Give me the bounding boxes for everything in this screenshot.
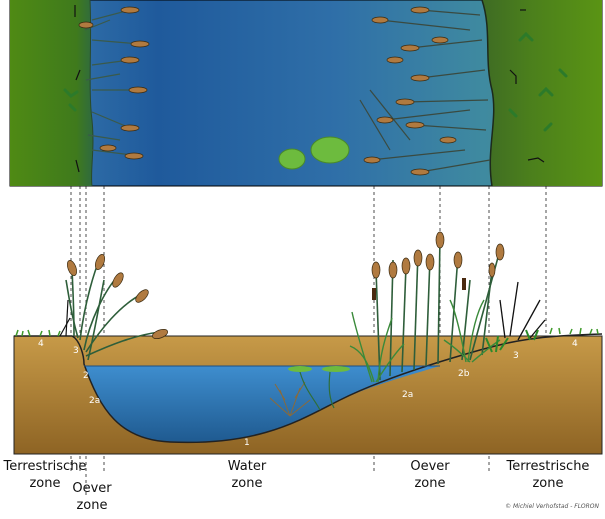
- number-2a-right: 2a: [402, 390, 413, 400]
- label-line: zone: [29, 476, 61, 491]
- label-terrestrial-left: Terrestrische zone: [0, 458, 90, 492]
- top-left-cattails: [78, 6, 150, 160]
- cattail-spike-1: [372, 288, 376, 300]
- label-line: Oever: [410, 459, 450, 474]
- grass: [15, 327, 599, 337]
- label-water: Water zone: [212, 458, 282, 492]
- zone-numbers: 4 3 2 2a 1 2a 2b 3 4: [38, 339, 578, 448]
- number-2b: 2b: [458, 369, 470, 379]
- number-2a-left: 2a: [89, 396, 100, 406]
- label-line: zone: [76, 498, 108, 513]
- cross-water: [84, 364, 440, 443]
- top-land-plants: [63, 31, 568, 132]
- top-right-cattails: [363, 6, 457, 176]
- left-cattails: [67, 254, 168, 339]
- number-3-right: 3: [513, 351, 519, 361]
- right-shrub: [499, 281, 546, 341]
- top-land-twigs: [74, 5, 545, 173]
- label-bank-right: Oever zone: [402, 458, 458, 492]
- top-view: [9, 0, 603, 187]
- right-herbs: [485, 329, 539, 353]
- number-3-left: 3: [73, 346, 79, 356]
- label-line: Terrestrische: [506, 459, 590, 474]
- top-right-reeds: [359, 9, 491, 173]
- submerged-plant: [269, 381, 311, 417]
- credit-text: © Michiel Verhofstad - FLORON: [505, 503, 599, 510]
- number-1: 1: [244, 438, 250, 448]
- label-line: Water: [227, 459, 267, 474]
- right-cattails: [371, 231, 505, 279]
- cross-section: [13, 231, 603, 455]
- label-line: Oever: [72, 481, 112, 496]
- label-terrestrial-right: Terrestrische zone: [502, 458, 594, 492]
- number-4-left: 4: [38, 339, 44, 349]
- label-line: zone: [414, 476, 446, 491]
- cattail-spike-2: [462, 278, 466, 290]
- top-lily-pad-1: [278, 148, 306, 170]
- section-lily-pads: [288, 366, 350, 411]
- number-4-right: 4: [572, 339, 578, 349]
- top-left-land: [10, 0, 93, 186]
- label-bank-left: Oever zone: [64, 480, 120, 514]
- label-line: zone: [532, 476, 564, 491]
- right-sedges: [349, 299, 501, 383]
- label-line: zone: [231, 476, 263, 491]
- top-lily-pad-2: [310, 136, 350, 164]
- label-line: Terrestrische: [3, 459, 87, 474]
- number-2-left: 2: [83, 371, 89, 381]
